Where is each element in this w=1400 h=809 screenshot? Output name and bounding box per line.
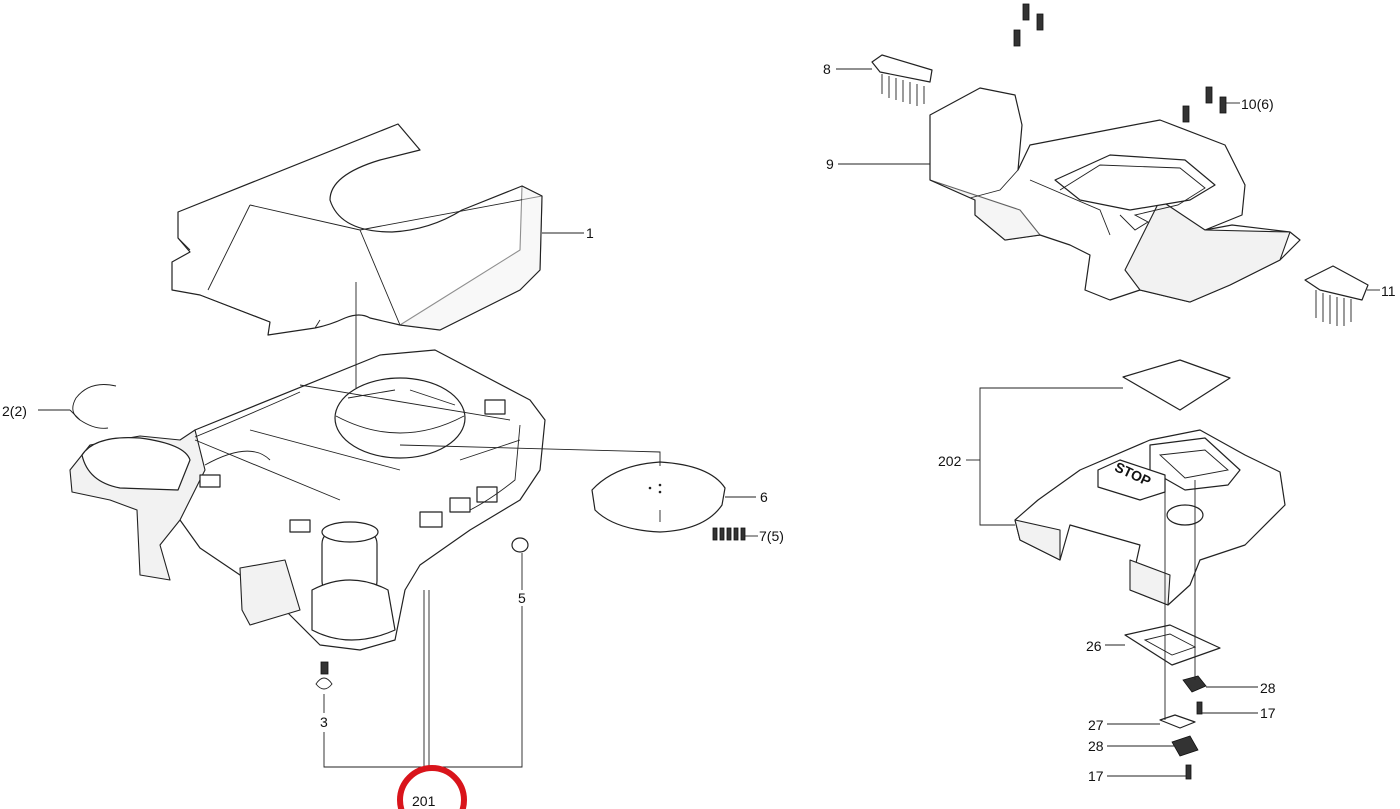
upper-handle-assembly [929, 87, 1301, 303]
callout-11: 11 [1381, 283, 1396, 299]
cord-part-2 [72, 384, 117, 429]
top-cover-part-1 [171, 123, 543, 336]
callout-27: 27 [1088, 717, 1104, 733]
callout-28-upper: 28 [1260, 680, 1276, 696]
callout-9: 9 [826, 156, 834, 172]
callout-1: 1 [586, 225, 594, 241]
callout-8: 8 [823, 61, 831, 77]
callout-3: 3 [320, 714, 328, 730]
callout-201: 201 [412, 793, 436, 809]
callout-201-highlight: 201 [397, 765, 467, 809]
brush-part-11 [1304, 265, 1369, 326]
brush-part-8 [871, 54, 933, 106]
clip-part-3 [315, 661, 333, 690]
callout-6: 6 [760, 489, 768, 505]
base-housing-part-201 [69, 349, 546, 651]
leader-lines-left [38, 232, 758, 768]
callout-26: 26 [1086, 638, 1102, 654]
screws-part-7 [712, 527, 746, 541]
leader-lines-right-bottom [966, 387, 1258, 777]
callout-28-lower: 28 [1088, 738, 1104, 754]
leader-lines-right-top [836, 68, 1380, 291]
control-panel-assembly: STOP [1014, 359, 1286, 666]
callout-17-upper: 17 [1260, 705, 1276, 721]
callout-10: 10(6) [1241, 96, 1274, 112]
callout-17-lower: 17 [1088, 768, 1104, 784]
small-parts-bottom [1159, 675, 1207, 780]
callout-5: 5 [518, 590, 526, 606]
circular-plate-part-6 [591, 461, 726, 533]
highlight-ring [397, 765, 467, 809]
screws-part-10 [1182, 86, 1227, 123]
callout-2: 2(2) [2, 403, 27, 419]
screws-top-cluster [1013, 3, 1044, 47]
callout-202: 202 [938, 453, 962, 469]
callout-7: 7(5) [759, 528, 784, 544]
